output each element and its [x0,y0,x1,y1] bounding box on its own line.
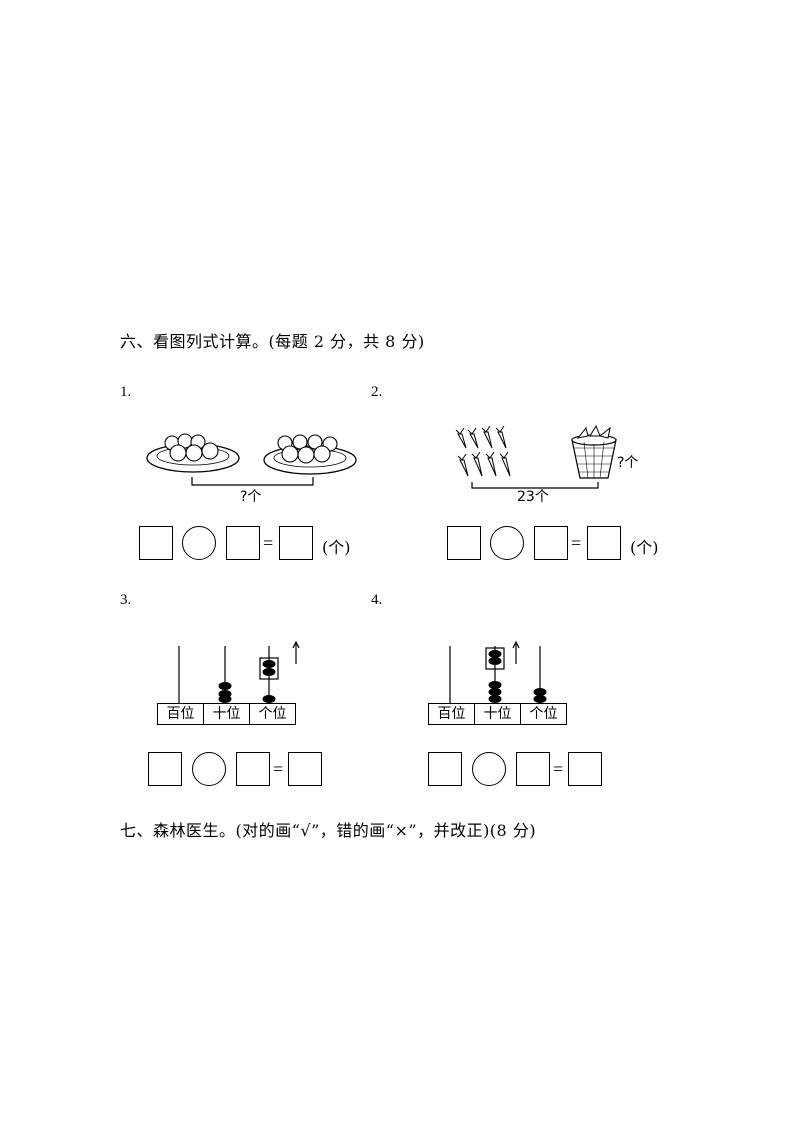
question-1-total-label: ?个 [240,489,262,505]
q2-unit-label: (个) [630,538,659,557]
abacus-3-rods [178,640,300,704]
question-3-number: 3. [120,592,132,608]
q4-answer-box-1[interactable] [428,752,462,786]
q2-answer-box-1[interactable] [447,526,481,560]
question-2-basket-label: ?个 [617,455,639,471]
q4-answer-box-3[interactable] [568,752,602,786]
abacus-4-label-ones: 个位 [529,706,558,722]
abacus-4-label-hundreds: 百位 [429,704,475,724]
q3-answer-box-3[interactable] [288,752,322,786]
q2-answer-box-2[interactable] [534,526,568,560]
section-6-heading: 六、看图列式计算。(每题 2 分，共 8 分) [120,332,425,351]
carrots-basket-figure [455,424,617,489]
apple-plates-figure [146,433,357,486]
q3-answer-box-2[interactable] [236,752,270,786]
q1-operator-circle[interactable] [182,526,216,560]
question-2-total-label: 23个 [517,489,549,505]
question-4-number: 4. [371,592,383,608]
q2-equals-sign: = [571,533,582,553]
abacus-4-rods [449,640,547,704]
abacus-4-label-tens: 十位 [475,704,521,724]
q1-answer-box-2[interactable] [226,526,260,560]
q1-answer-box-1[interactable] [139,526,173,560]
abacus-3-label-row: 百位 十位 个位 [157,703,296,725]
q1-answer-box-3[interactable] [279,526,313,560]
section-7-heading: 七、森林医生。(对的画“√”，错的画“×”，并改正)(8 分) [120,821,537,840]
q4-answer-box-2[interactable] [516,752,550,786]
q3-equals-sign: = [273,759,284,779]
abacus-3-label-hundreds: 百位 [158,704,204,724]
q1-equals-sign: = [263,533,274,553]
q2-operator-circle[interactable] [490,526,524,560]
q3-operator-circle[interactable] [192,752,226,786]
question-1-number: 1. [120,384,132,400]
abacus-3-label-ones: 个位 [258,706,287,722]
q1-unit-label: (个) [322,538,351,557]
abacus-3-label-tens: 十位 [204,704,250,724]
q4-operator-circle[interactable] [472,752,506,786]
q3-answer-box-1[interactable] [148,752,182,786]
question-2-number: 2. [371,384,383,400]
q2-answer-box-3[interactable] [587,526,621,560]
abacus-4-label-row: 百位 十位 个位 [428,703,567,725]
q4-equals-sign: = [553,759,564,779]
